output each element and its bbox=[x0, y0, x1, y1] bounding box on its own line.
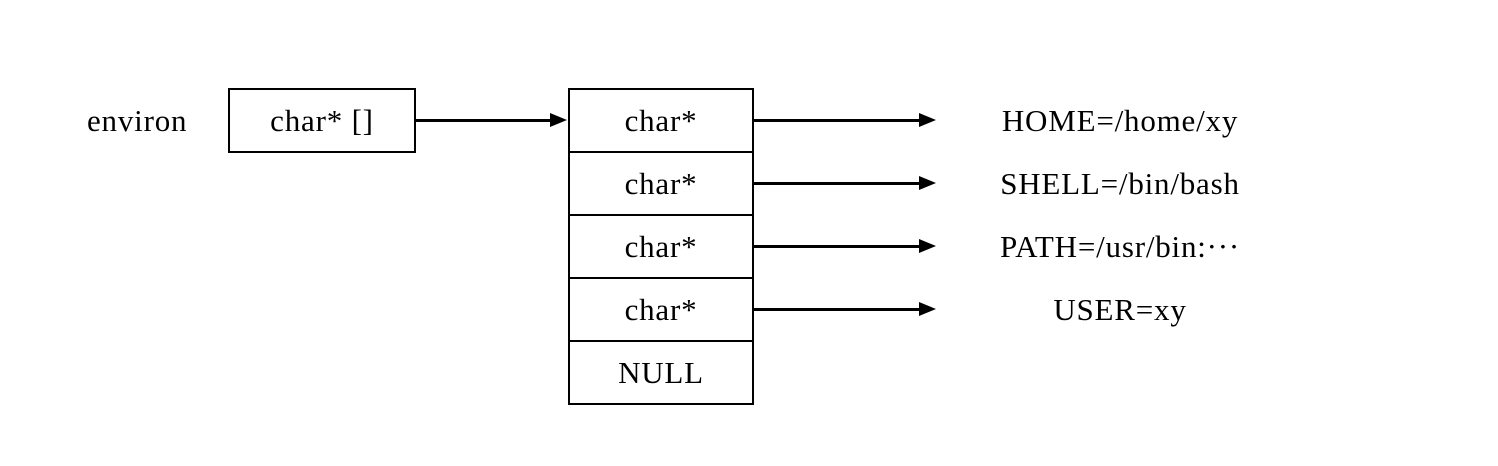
env-string-home: HOME=/home/xy bbox=[1001, 102, 1239, 138]
env-string-user: USER=xy bbox=[1053, 291, 1187, 327]
arrow-icon bbox=[753, 182, 919, 185]
arrow-icon bbox=[416, 119, 550, 122]
array-cell: char* bbox=[568, 214, 754, 279]
env-string-shell: SHELL=/bin/bash bbox=[1000, 165, 1240, 201]
arrow-icon bbox=[753, 245, 919, 248]
arrow-icon bbox=[753, 119, 919, 122]
array-cell: char* bbox=[568, 151, 754, 216]
pointer-array-box: char* [] bbox=[228, 88, 416, 153]
array-cell: char* bbox=[568, 277, 754, 342]
environ-label: environ bbox=[87, 102, 188, 138]
null-cell: NULL bbox=[568, 340, 754, 405]
array-cell: char* bbox=[568, 88, 754, 153]
env-string-path: PATH=/usr/bin:··· bbox=[999, 228, 1241, 264]
arrow-icon bbox=[753, 308, 919, 311]
